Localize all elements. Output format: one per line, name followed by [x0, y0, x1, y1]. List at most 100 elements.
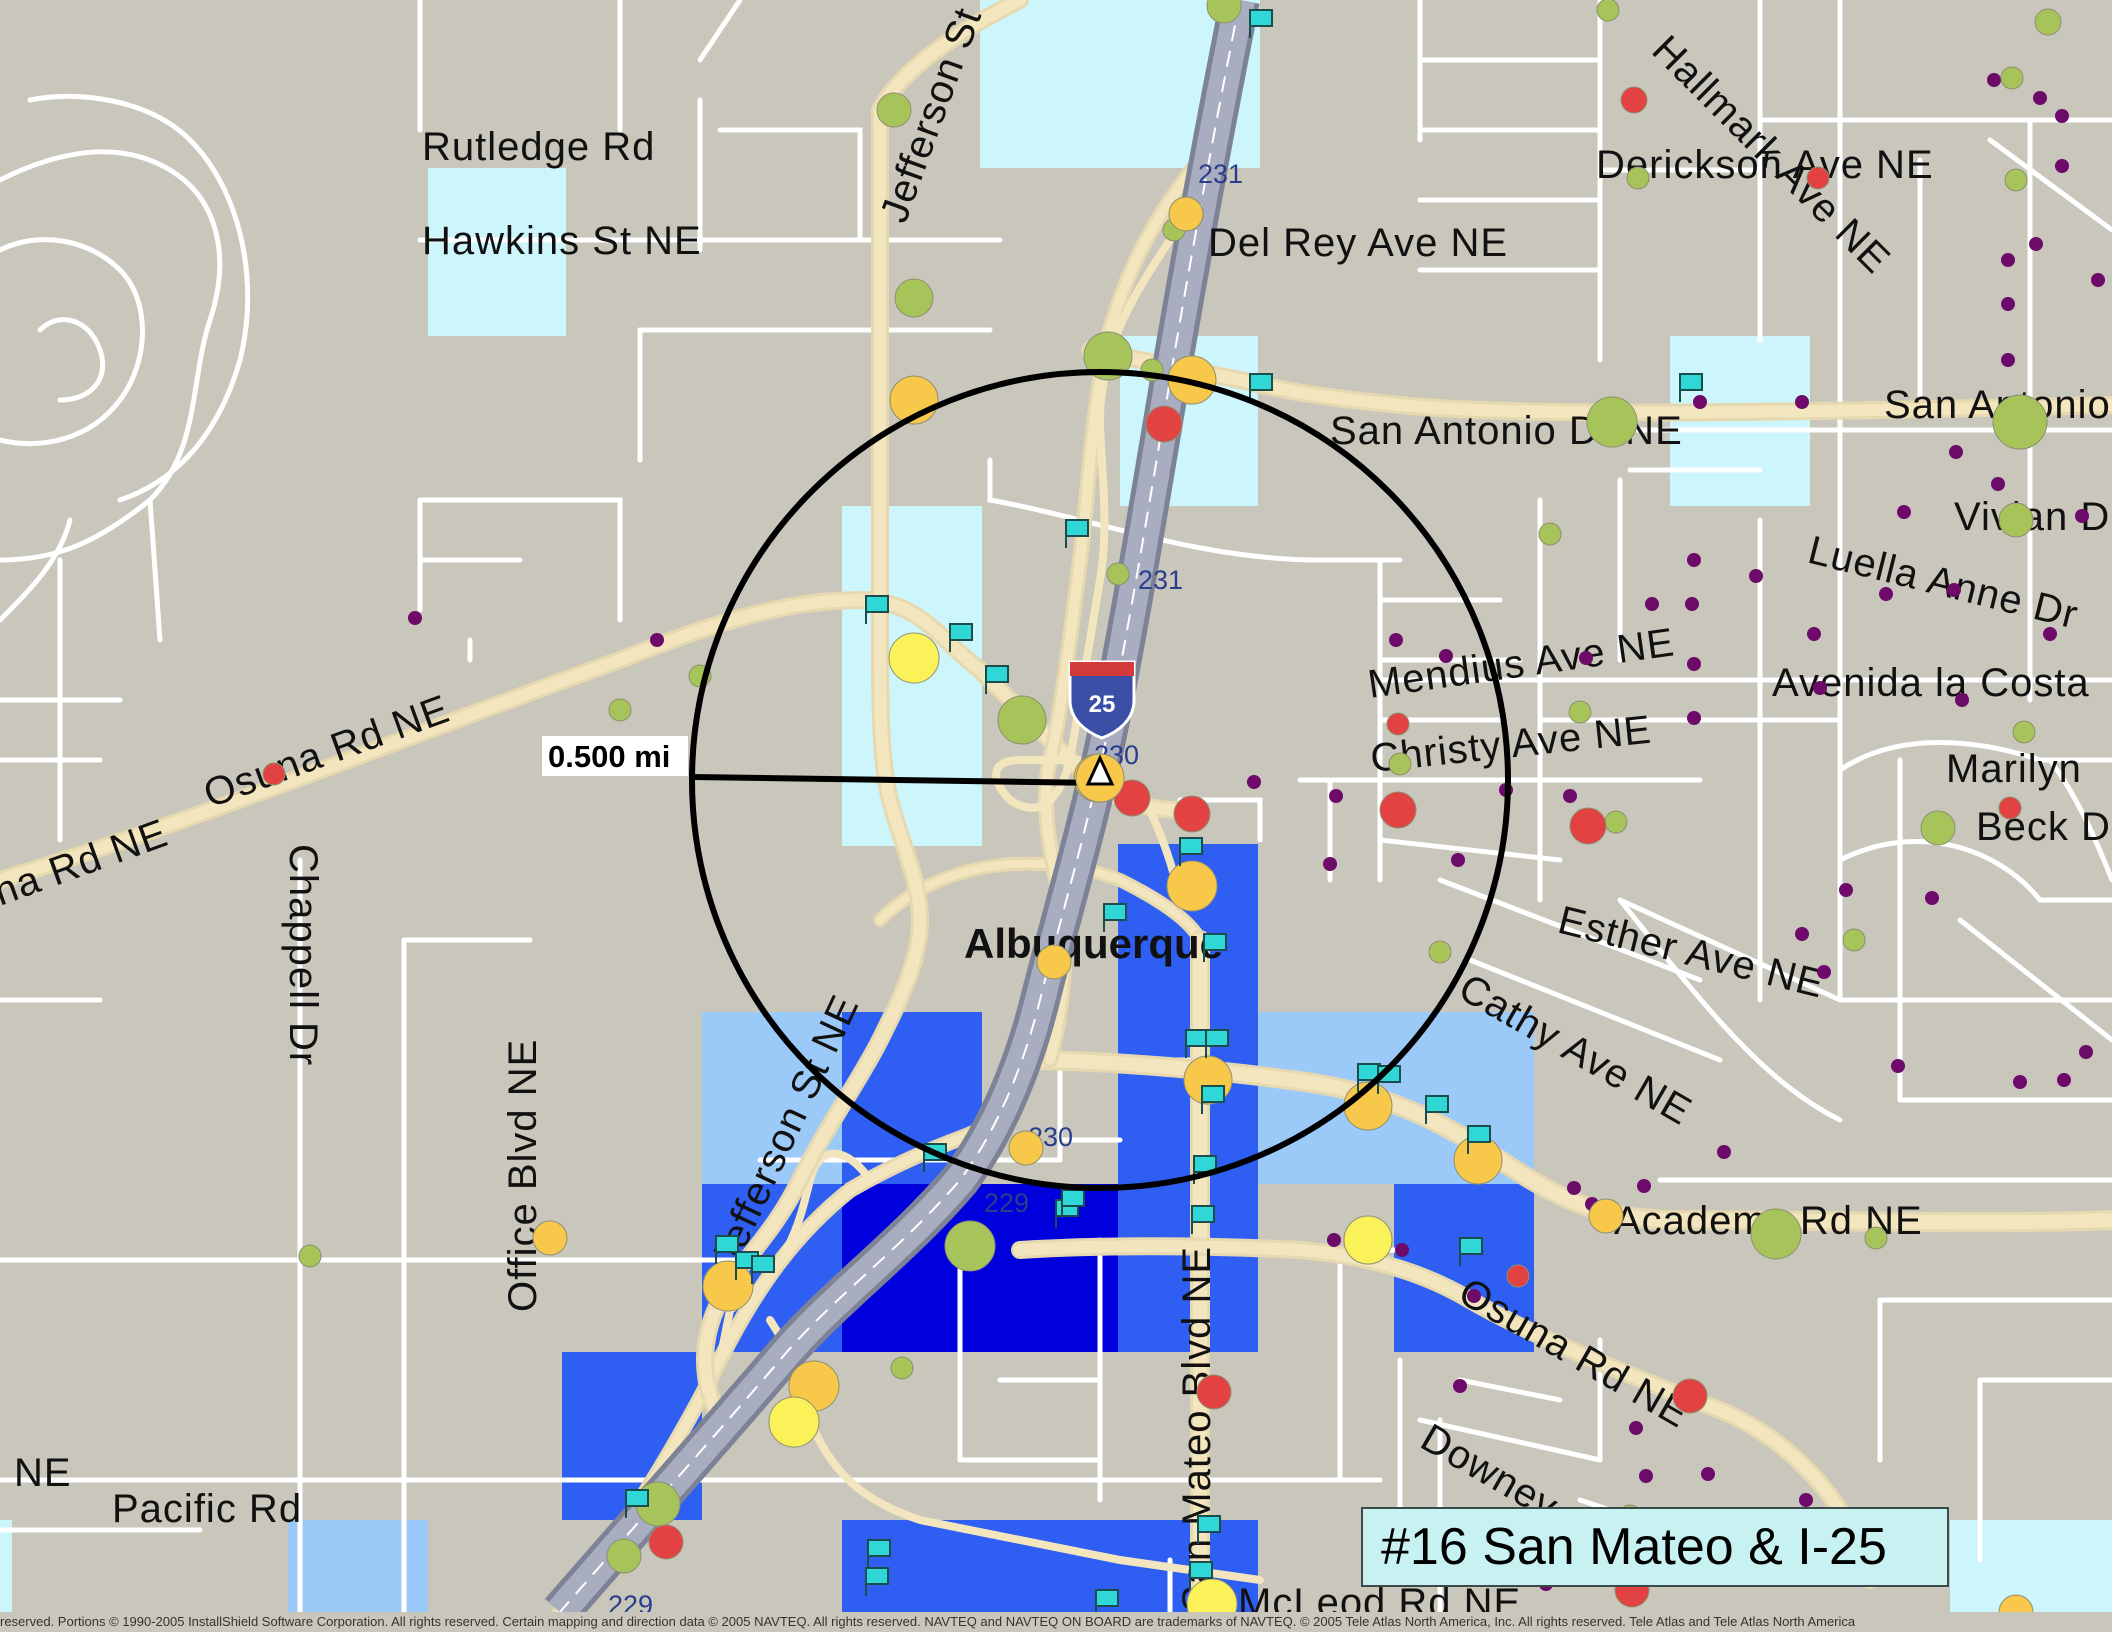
green-marker	[894, 278, 934, 318]
green-marker	[944, 1220, 996, 1272]
green-marker	[1626, 166, 1650, 190]
street-label-derickson-ave: Derickson Ave NE	[1596, 143, 1934, 187]
street-label-luella-anne-dr: Luella Anne Dr	[1804, 528, 2083, 638]
purple-marker	[2055, 159, 2069, 173]
green-marker	[2034, 8, 2062, 36]
orange-marker	[702, 1260, 754, 1312]
purple-marker	[1567, 1181, 1581, 1195]
site-marker	[1075, 753, 1125, 803]
green-marker	[2000, 66, 2024, 90]
city-label: Albuquerque	[964, 920, 1223, 967]
density-cell	[288, 1520, 428, 1612]
flag-icon	[1197, 1515, 1221, 1544]
green-marker	[1920, 810, 1956, 846]
red-marker	[1506, 1264, 1530, 1288]
density-cell	[0, 1520, 12, 1612]
green-marker	[1750, 1208, 1802, 1260]
purple-marker	[1891, 1059, 1905, 1073]
red-marker	[1173, 795, 1211, 833]
purple-marker	[1389, 633, 1403, 647]
green-marker	[876, 92, 912, 128]
flag-icon	[1191, 1205, 1215, 1234]
purple-marker	[2091, 273, 2105, 287]
green-marker	[1106, 562, 1130, 586]
flag-icon	[1249, 373, 1273, 402]
purple-marker	[1637, 1179, 1651, 1193]
flag-icon	[1179, 837, 1203, 866]
street-label-osuna-rd-west: Osuna Rd NE	[198, 687, 455, 817]
green-marker	[2004, 168, 2028, 192]
green-marker	[1604, 810, 1628, 834]
flag-icon	[1467, 1125, 1491, 1154]
green-marker	[1596, 0, 1620, 22]
purple-marker	[1579, 651, 1593, 665]
red-marker	[1806, 166, 1830, 190]
street-label-chappell-dr: Chappell Dr	[281, 844, 325, 1066]
street-label-office-blvd: Office Blvd NE	[501, 1039, 545, 1312]
purple-marker	[1439, 649, 1453, 663]
orange-marker	[1168, 196, 1204, 232]
red-marker	[648, 1524, 684, 1560]
flag-markers	[625, 9, 1703, 1612]
purple-marker	[1247, 775, 1261, 789]
flag-icon	[751, 1255, 775, 1284]
street-label-osuna-rd-east: Osuna Rd NE	[1452, 1270, 1697, 1437]
red-marker	[262, 762, 286, 786]
flag-icon	[985, 665, 1009, 694]
green-marker	[2012, 720, 2036, 744]
street-label-hawkins-st: Hawkins St NE	[422, 219, 702, 263]
purple-marker	[1693, 395, 1707, 409]
red-marker	[1145, 405, 1183, 443]
flag-icon	[625, 1489, 649, 1518]
purple-marker	[1749, 569, 1763, 583]
purple-marker	[1987, 73, 2001, 87]
purple-marker	[1629, 1421, 1643, 1435]
purple-marker	[1795, 927, 1809, 941]
red-marker	[1998, 796, 2022, 820]
purple-marker	[2001, 253, 2015, 267]
flag-icon	[865, 595, 889, 624]
purple-marker	[1925, 891, 1939, 905]
purple-marker	[1947, 583, 1961, 597]
flag-icon	[1249, 9, 1273, 38]
flag-icon	[1459, 1237, 1483, 1266]
purple-marker	[1327, 1233, 1341, 1247]
purple-marker	[1323, 857, 1337, 871]
density-cell	[1950, 1520, 2112, 1612]
street-label-marilyn: Marilyn	[1946, 747, 2082, 791]
street-label-san-mateo-blvd: San Mateo Blvd NE	[1175, 1246, 1219, 1612]
flag-icon	[949, 623, 973, 652]
green-marker	[608, 698, 632, 722]
flag-icon	[867, 1539, 891, 1568]
green-marker	[606, 1538, 642, 1574]
purple-marker	[2033, 91, 2047, 105]
orange-marker	[1588, 1198, 1624, 1234]
street-label-pacific-rd: Pacific Rd	[112, 1487, 302, 1531]
purple-marker	[1395, 1243, 1409, 1257]
interstate-i25	[544, 0, 1260, 1626]
purple-marker	[1799, 1493, 1813, 1507]
interstate-shield-label: 25	[1089, 691, 1116, 718]
purple-marker	[1817, 965, 1831, 979]
density-cell	[428, 168, 566, 336]
buffer-circle	[689, 369, 1511, 1191]
purple-marker	[1839, 883, 1853, 897]
radius-line	[691, 774, 1101, 786]
purple-marker	[1813, 681, 1827, 695]
green-marker	[1568, 700, 1592, 724]
orange-marker	[1166, 860, 1218, 912]
flag-icon	[1065, 519, 1089, 548]
purple-marker	[1897, 505, 1911, 519]
green-marker	[1864, 1226, 1888, 1250]
purple-marker	[1991, 477, 2005, 491]
radius-label: 0.500 mi	[548, 739, 670, 774]
flag-icon	[1205, 1029, 1229, 1058]
red-marker	[1196, 1374, 1232, 1410]
street-label-beck-dr: Beck D	[1976, 805, 2111, 849]
purple-marker	[2001, 353, 2015, 367]
purple-marker	[1795, 395, 1809, 409]
purple-marker	[1685, 597, 1699, 611]
